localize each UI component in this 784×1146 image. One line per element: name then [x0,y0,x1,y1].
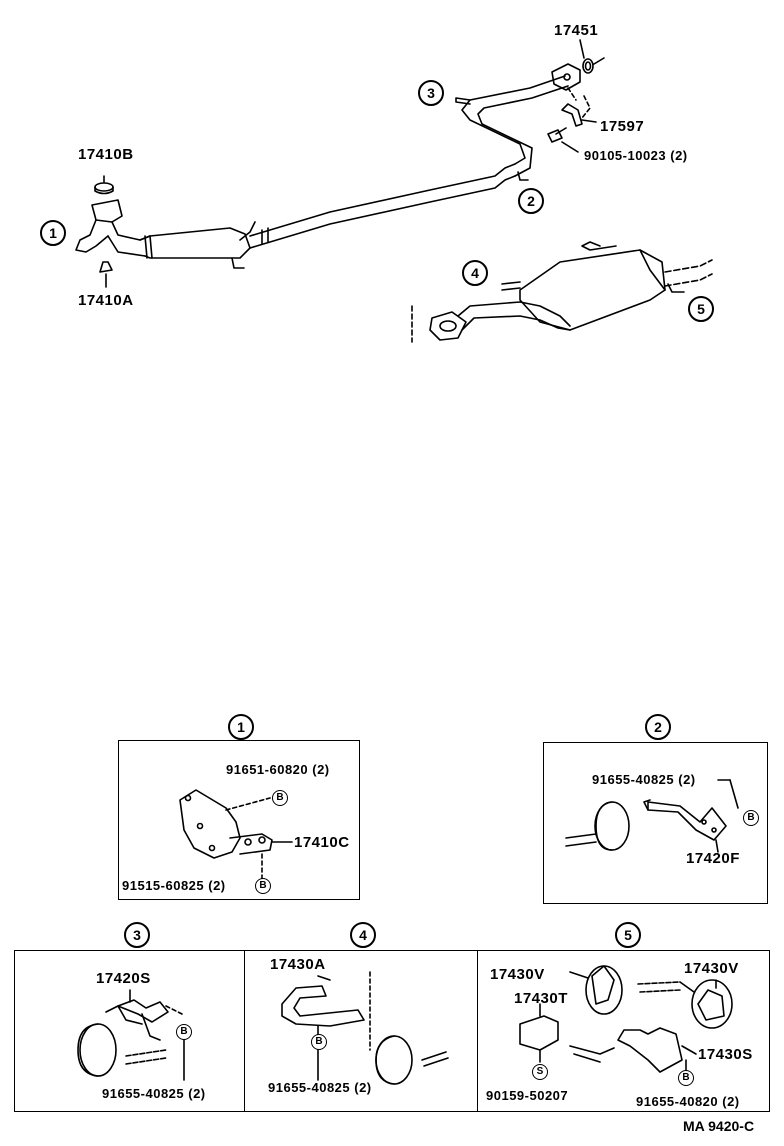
detail-5-screw: 90159-50207 [486,1088,569,1103]
detail-1-box [118,740,360,900]
detail-5-bolt: 91655-40820 (2) [636,1094,740,1109]
part-label-17410B: 17410B [78,146,134,163]
detail-1-tag-b-upper: B [272,790,288,806]
detail-3-part: 17420S [96,970,151,987]
detail-3-drawing [77,989,185,1081]
detail-1-lower-bolt: 91515-60825 (2) [122,878,226,893]
detail-5-tag-s: S [532,1064,548,1080]
diagram-code: MA 9420-C [683,1118,755,1134]
detail-2-bolt: 91655-40825 (2) [592,772,696,787]
detail-4-number: 4 [350,922,376,948]
detail-1-mount-label: 17410C [294,834,350,851]
part-label-17451: 17451 [554,22,599,39]
detail-1-drawing [179,789,293,881]
part-label-17597: 17597 [600,118,645,135]
detail-1-number: 1 [228,714,254,740]
detail-5-tag-b: B [678,1070,694,1086]
detail-5-part-17430s: 17430S [698,1046,753,1063]
callout-2: 2 [518,188,544,214]
detail-1-upper-bolt: 91651-60820 (2) [226,762,330,777]
center-pipe [249,57,605,249]
callout-1: 1 [40,220,66,246]
detail-5-part-17430v-right: 17430V [684,960,739,977]
detail-4-bolt: 91655-40825 (2) [268,1080,372,1095]
detail-2-number: 2 [645,714,671,740]
front-pipe-assembly [75,175,256,288]
callout-4: 4 [462,260,488,286]
callout-3: 3 [418,80,444,106]
detail-5-part-17430t: 17430T [514,990,568,1007]
detail-3-bolt: 91655-40825 (2) [102,1086,206,1101]
detail-2-drawing [565,779,739,853]
detail-4-drawing [281,971,449,1085]
detail-4-tag-b: B [311,1034,327,1050]
detail-3-tag-b: B [176,1024,192,1040]
detail-5-drawing [519,965,733,1073]
detail-4-part: 17430A [270,956,326,973]
part-label-17410A: 17410A [78,292,134,309]
detail-5-number: 5 [615,922,641,948]
detail-2-box [543,742,768,904]
detail-3-number: 3 [124,922,150,948]
callout-5: 5 [688,296,714,322]
part-label-bolt-90105: 90105-10023 (2) [584,148,688,163]
muffler-assembly [411,241,713,343]
detail-2-part: 17420F [686,850,740,867]
detail-1-tag-b-lower: B [255,878,271,894]
detail-5-box [477,950,770,1112]
detail-2-tag-b: B [743,810,759,826]
detail-5-part-17430v-left: 17430V [490,966,545,983]
